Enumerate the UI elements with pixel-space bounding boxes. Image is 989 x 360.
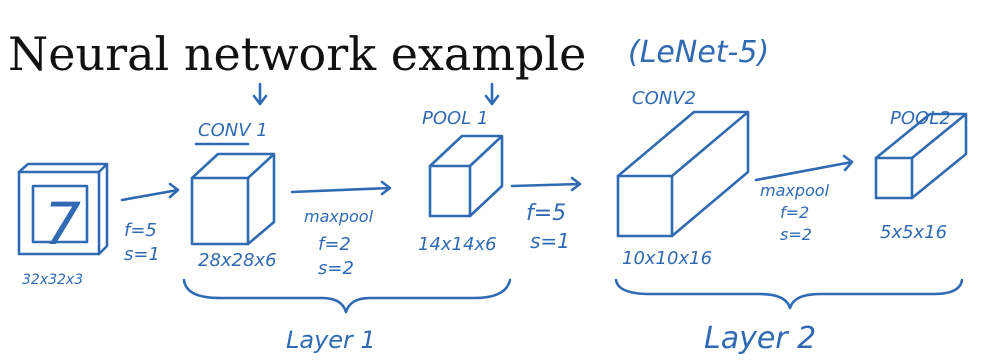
layer1-label: Layer 1 <box>286 326 376 354</box>
maxpool1-filter: f=2 <box>318 234 351 255</box>
arrow3-stride: s=1 <box>530 229 570 253</box>
page-title: Neural network example <box>8 27 586 81</box>
conv1-label: CONV 1 <box>198 120 268 141</box>
arrow3-filter: f=5 <box>526 201 566 226</box>
subtitle-lenet: (LeNet-5) <box>628 35 769 70</box>
maxpool1-name: maxpool <box>304 207 374 226</box>
maxpool2-name: maxpool <box>760 181 830 200</box>
pool1-dims: 14x14x6 <box>418 234 497 255</box>
arrow-maxpool2 <box>754 154 854 182</box>
conv1-volume <box>190 152 276 246</box>
input-volume <box>17 162 109 256</box>
input-digit: 7 <box>44 190 81 258</box>
pool2-volume <box>874 112 968 200</box>
conv2-volume <box>616 110 750 238</box>
input-dims: 32x32x3 <box>22 272 83 288</box>
conv1-down-arrow-icon <box>252 82 268 106</box>
pool1-volume <box>428 134 504 218</box>
conv2-label: CONV2 <box>632 88 696 109</box>
layer2-brace <box>614 278 964 310</box>
pool1-down-arrow-icon <box>484 82 500 106</box>
maxpool2-stride: s=2 <box>780 225 812 244</box>
maxpool2-filter: f=2 <box>780 203 809 222</box>
conv2-dims: 10x10x16 <box>622 248 712 269</box>
conv1-dims: 28x28x6 <box>198 250 277 271</box>
arrow1-stride: s=1 <box>124 244 160 265</box>
pool2-dims: 5x5x16 <box>880 222 947 243</box>
pool2-label: POOL2 <box>890 108 951 129</box>
arrow-conv1 <box>120 182 180 202</box>
layer2-label: Layer 2 <box>704 321 816 356</box>
maxpool1-stride: s=2 <box>318 258 354 279</box>
pool1-label: POOL 1 <box>422 108 488 129</box>
layer1-brace <box>182 278 512 314</box>
arrow1-filter: f=5 <box>124 220 157 241</box>
arrow-maxpool1 <box>290 180 392 196</box>
arrow-conv2 <box>510 176 582 192</box>
